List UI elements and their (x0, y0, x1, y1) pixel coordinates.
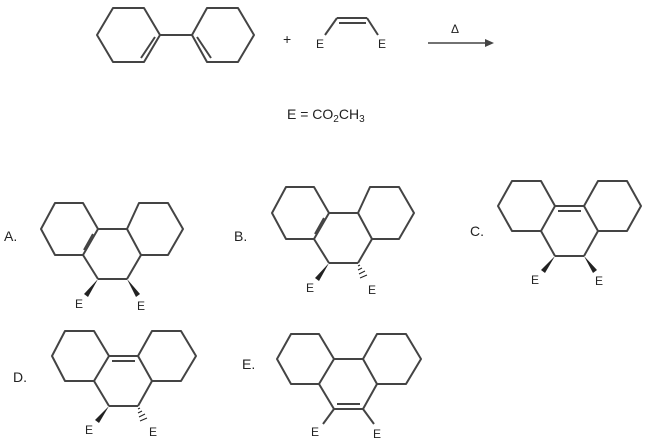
reaction-arrow: Δ (428, 22, 494, 47)
hash-bond (357, 264, 368, 279)
wedge-bond (315, 263, 329, 281)
ester-label: E (531, 273, 539, 287)
option-a[interactable]: A. E E (4, 202, 184, 313)
option-d[interactable]: D. E E (13, 330, 197, 439)
option-b[interactable]: B. E E (234, 186, 415, 297)
ester-label: E (306, 281, 314, 295)
dienophile-structure: E E (316, 17, 386, 51)
heat-symbol: Δ (451, 22, 459, 36)
ester-label: E (368, 283, 376, 297)
option-label: B. (234, 228, 247, 244)
ester-label: E (373, 427, 381, 441)
wedge-bond (541, 256, 555, 273)
option-e[interactable]: E. E E (242, 333, 422, 441)
ester-label: E (378, 37, 386, 51)
ester-label: E (311, 425, 319, 439)
ester-label: E (316, 37, 324, 51)
diene-structure (96, 7, 255, 63)
option-label: A. (4, 228, 17, 244)
wedge-bond (584, 256, 597, 273)
option-label: E. (242, 356, 255, 372)
wedge-bond (127, 279, 140, 297)
option-c[interactable]: C. E E (470, 180, 642, 288)
ester-label: E (149, 425, 157, 439)
wedge-bond (95, 406, 109, 423)
hash-bond (137, 407, 148, 422)
option-label: C. (470, 223, 484, 239)
option-label: D. (13, 369, 27, 385)
wedge-bond (84, 279, 98, 297)
ester-definition: E = CO2CH3 (287, 106, 365, 125)
ester-label: E (75, 297, 83, 311)
ester-label: E (595, 274, 603, 288)
plus-sign: + (283, 31, 291, 47)
ester-label: E (137, 299, 145, 313)
ester-label: E (85, 423, 93, 437)
